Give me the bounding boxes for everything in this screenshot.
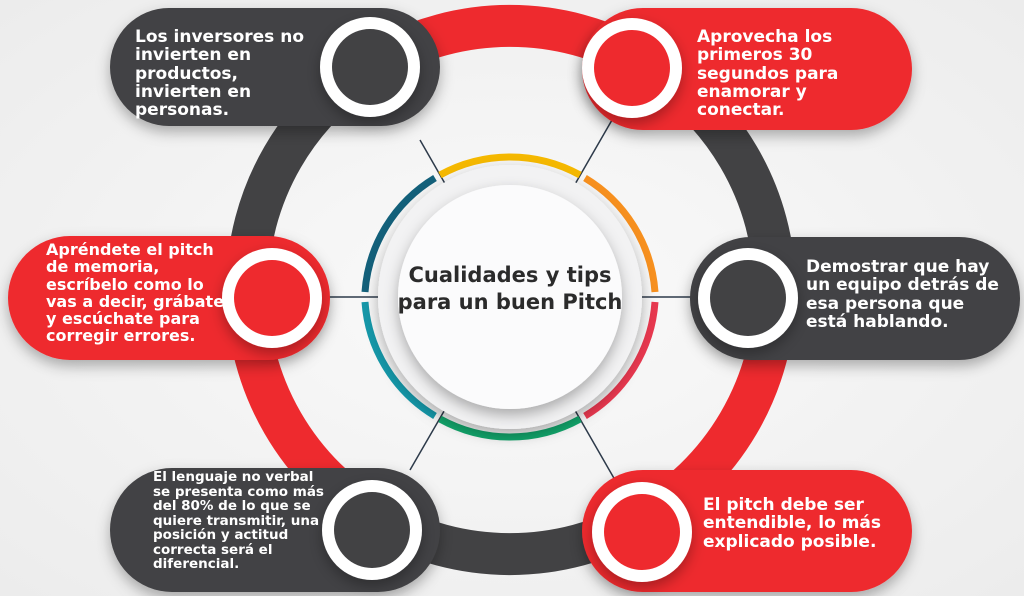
pill-badges [222, 17, 798, 582]
tip-6-text: El pitch debe ser entendible, lo más exp… [703, 495, 882, 552]
center-title: Cualidades y tips para un buen Pitch [397, 263, 623, 315]
tip-3-text: Apréndete el pitch de memoria, escríbelo… [46, 240, 225, 346]
tip-2-text: Aprovecha los primeros 30 segundos para … [697, 27, 839, 121]
tip-1-text: Los inversores no invierten en productos… [135, 27, 305, 121]
tip-5-text: El lenguaje no verbal se presenta como m… [153, 469, 324, 573]
inner-ring [361, 153, 659, 441]
tip-4-text: Demostrar que hay un equipo detrás de es… [806, 257, 999, 333]
